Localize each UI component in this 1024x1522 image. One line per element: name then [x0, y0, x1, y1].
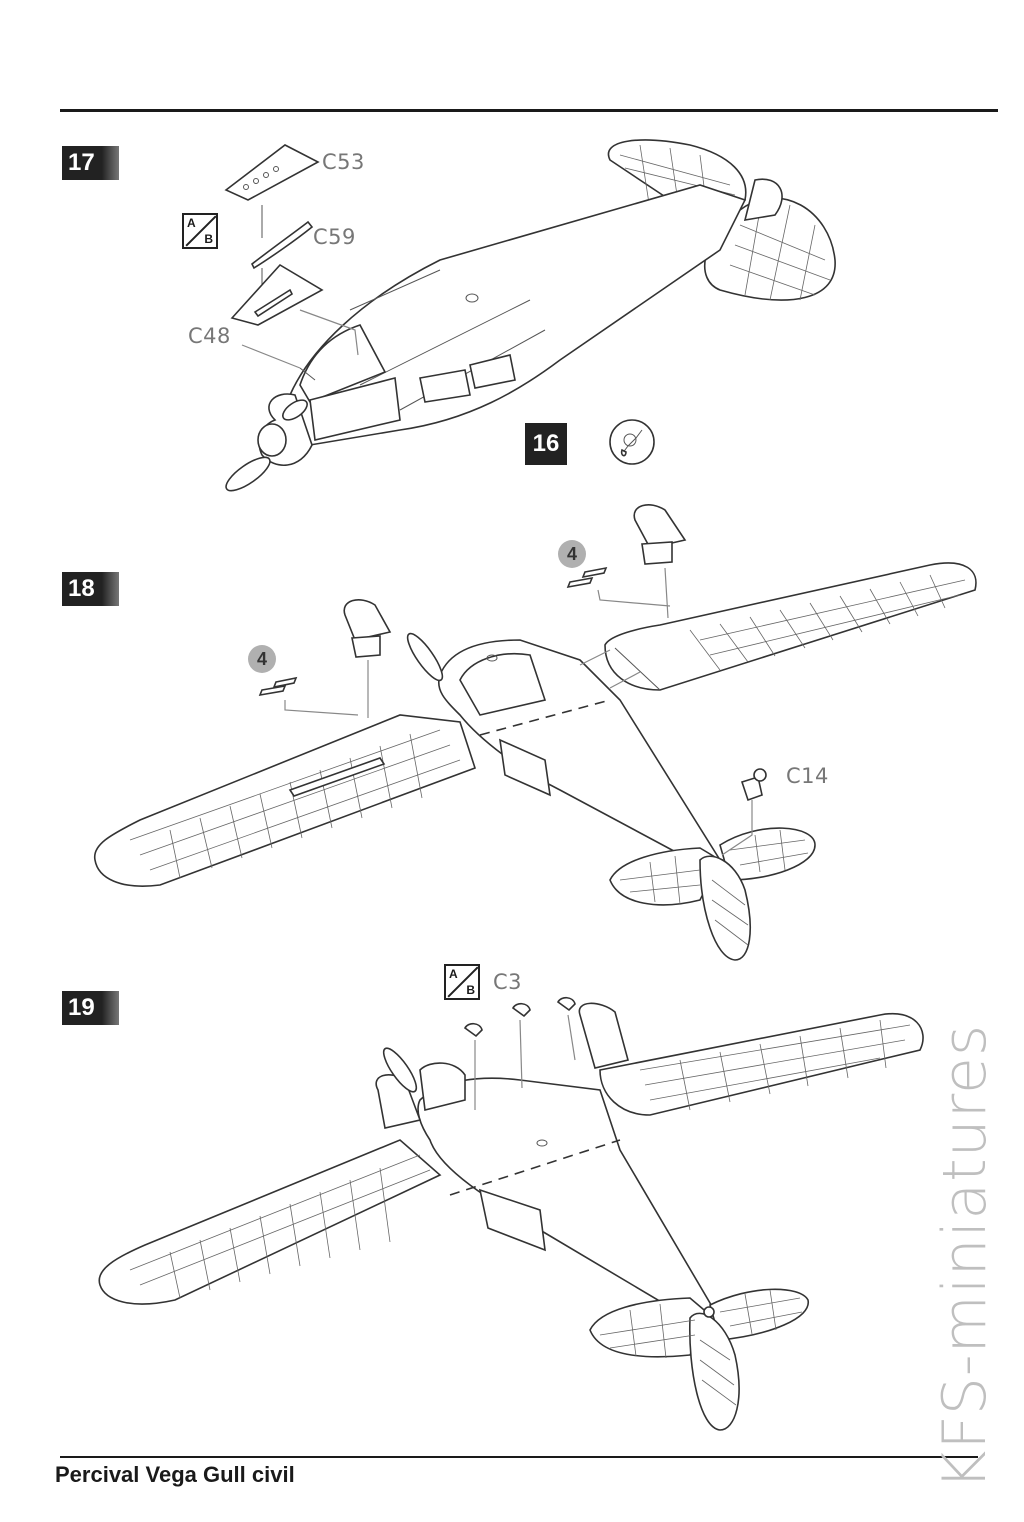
- option-a-label: A: [187, 216, 196, 230]
- part-label-c53: C53: [322, 150, 365, 174]
- step19-assembled-drawing: [98, 996, 924, 1431]
- part-label-c59: C59: [313, 225, 356, 249]
- step-number: 19: [62, 991, 119, 1025]
- quantity-badge-right: 4: [558, 540, 586, 568]
- reference-step-badge: 16: [525, 423, 567, 465]
- option-ab-icon: A B: [444, 964, 480, 1000]
- option-b-label: B: [466, 983, 475, 997]
- part-label-c48: C48: [188, 324, 231, 348]
- option-ab-icon: A B: [182, 213, 218, 249]
- quantity-badge-left: 4: [248, 645, 276, 673]
- step-19-badge: 19: [62, 991, 119, 1025]
- step-18-badge: 18: [62, 572, 119, 606]
- document-title: Percival Vega Gull civil: [55, 1462, 295, 1487]
- step18-wing-drawing: [93, 504, 977, 961]
- footer-rule: [60, 1456, 978, 1458]
- step-number: 18: [62, 572, 119, 606]
- watermark: KFS-miniatures: [930, 1023, 1000, 1490]
- part-label-c3: C3: [493, 970, 523, 994]
- option-a-label: A: [449, 967, 458, 981]
- step-number: 17: [62, 146, 119, 180]
- option-b-label: B: [204, 232, 213, 246]
- step17-fuselage-drawing: [224, 139, 836, 492]
- glue-icon: [609, 419, 655, 465]
- header-rule: [60, 109, 998, 112]
- step-17-badge: 17: [62, 146, 119, 180]
- part-label-c14: C14: [786, 764, 829, 788]
